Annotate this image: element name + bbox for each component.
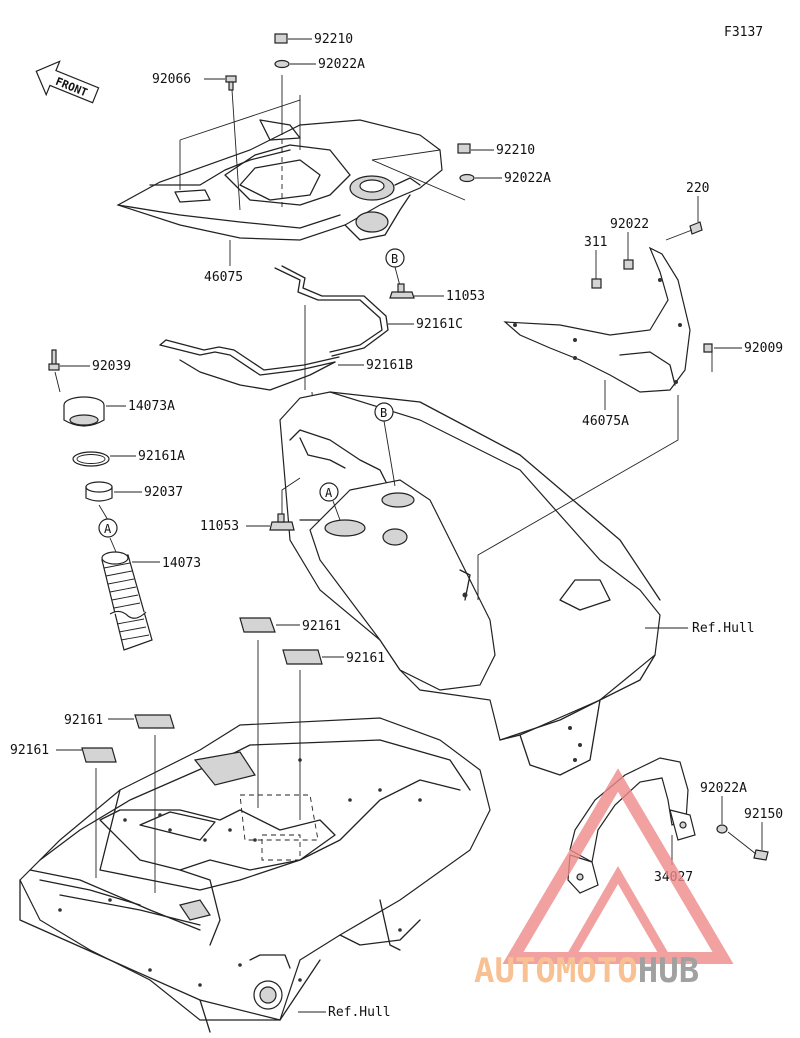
screw-220 bbox=[665, 221, 703, 241]
svg-text:A: A bbox=[104, 522, 112, 536]
label-92161a: 92161A bbox=[138, 449, 185, 464]
seal-92161a bbox=[72, 451, 110, 467]
ref-hull-bottom: Ref.Hull bbox=[328, 1005, 391, 1020]
label-11053-mid: 11053 bbox=[200, 519, 239, 534]
label-14073a: 14073A bbox=[128, 399, 175, 414]
cover-46075a bbox=[503, 246, 691, 393]
clip-11053-mid bbox=[269, 513, 295, 531]
washer-92022a-bottom bbox=[716, 824, 728, 834]
svg-text:B: B bbox=[391, 252, 398, 266]
svg-text:A: A bbox=[325, 486, 333, 500]
label-92161-4: 92161 bbox=[10, 743, 49, 758]
gasket-92161b bbox=[159, 339, 340, 391]
watermark-logo: AUTOMOTOHUB bbox=[474, 768, 734, 991]
label-92022a-top: 92022A bbox=[318, 57, 365, 72]
bolt-92150 bbox=[727, 831, 769, 861]
label-92009: 92009 bbox=[744, 341, 783, 356]
label-92161b: 92161B bbox=[366, 358, 413, 373]
label-92066: 92066 bbox=[152, 72, 191, 87]
label-92022a-bottom: 92022A bbox=[700, 781, 747, 796]
nut-311 bbox=[591, 278, 602, 289]
bolt-92039 bbox=[48, 349, 60, 371]
screw-92009 bbox=[703, 343, 713, 372]
clamp-92037 bbox=[85, 481, 113, 502]
label-92161-1: 92161 bbox=[302, 619, 341, 634]
clip-11053-top bbox=[389, 283, 415, 299]
front-arrow-icon: FRONT bbox=[35, 60, 100, 104]
ref-hull-right: Ref.Hull bbox=[692, 621, 755, 636]
washer-92022a-right bbox=[459, 173, 475, 183]
gasket-92161c bbox=[274, 265, 389, 357]
pad-92161-4 bbox=[81, 747, 117, 763]
callout-b-mid: B bbox=[374, 402, 394, 422]
label-92210-right: 92210 bbox=[496, 143, 535, 158]
label-220: 220 bbox=[686, 181, 709, 196]
fitting-14073a bbox=[63, 396, 105, 427]
callout-a-left: A bbox=[98, 518, 118, 538]
label-92161-2: 92161 bbox=[346, 651, 385, 666]
label-92161-3: 92161 bbox=[64, 713, 103, 728]
nut-92210-right bbox=[457, 143, 471, 154]
label-46075: 46075 bbox=[204, 270, 243, 285]
hose-14073 bbox=[101, 551, 153, 651]
svg-text:B: B bbox=[380, 406, 387, 420]
label-11053-top: 11053 bbox=[446, 289, 485, 304]
label-92037: 92037 bbox=[144, 485, 183, 500]
figure-code: F3137 bbox=[724, 25, 763, 40]
callout-a-mid: A bbox=[319, 482, 339, 502]
label-46075a: 46075A bbox=[582, 414, 629, 429]
label-92150: 92150 bbox=[744, 807, 783, 822]
washer-92022 bbox=[623, 259, 634, 270]
washer-92022a-top bbox=[274, 59, 290, 69]
label-92022a-right: 92022A bbox=[504, 171, 551, 186]
pad-92161-3 bbox=[134, 714, 175, 729]
label-92161c: 92161C bbox=[416, 317, 463, 332]
nut-92210-top bbox=[274, 33, 288, 44]
hull-upper bbox=[279, 391, 661, 776]
callout-b-top: B bbox=[385, 248, 405, 268]
cover-46075 bbox=[116, 119, 443, 241]
hull-lower bbox=[19, 717, 491, 1033]
label-14073: 14073 bbox=[162, 556, 201, 571]
pad-92161-1 bbox=[239, 617, 276, 633]
label-311: 311 bbox=[584, 235, 607, 250]
label-92022: 92022 bbox=[610, 217, 649, 232]
label-92039: 92039 bbox=[92, 359, 131, 374]
label-92210-top: 92210 bbox=[314, 32, 353, 47]
bolt-92066 bbox=[225, 75, 237, 91]
pad-92161-2 bbox=[282, 649, 323, 665]
watermark-text: AUTOMOTOHUB bbox=[474, 951, 699, 991]
